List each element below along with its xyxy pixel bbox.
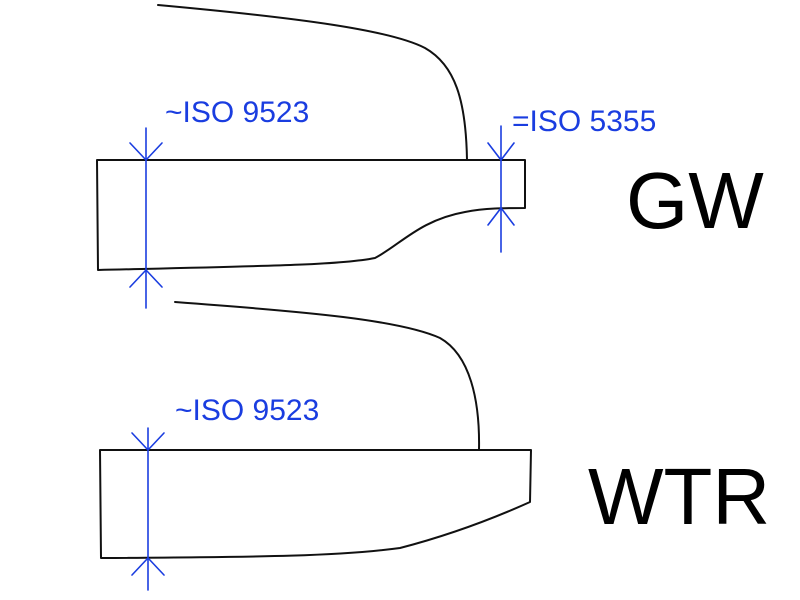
gw-label: GW: [626, 156, 764, 245]
wtr-left-dim-label: ~ISO 9523: [175, 394, 319, 427]
gw-outline: [96, 159, 526, 271]
gw-left-dim-label: ~ISO 9523: [165, 96, 309, 129]
gw-profile: ~ISO 9523 =ISO 5355 GW: [96, 4, 764, 309]
gw-right-dimension: [487, 125, 515, 253]
wtr-outline: [99, 449, 532, 559]
gw-flange-curve: [157, 4, 468, 161]
wtr-label: WTR: [588, 452, 770, 541]
wtr-left-dimension: [131, 427, 165, 591]
wtr-profile: ~ISO 9523 WTR: [99, 301, 770, 591]
gw-right-dim-label: =ISO 5355: [512, 105, 656, 138]
gw-left-dimension: [129, 127, 163, 309]
wtr-flange-curve: [174, 301, 481, 451]
